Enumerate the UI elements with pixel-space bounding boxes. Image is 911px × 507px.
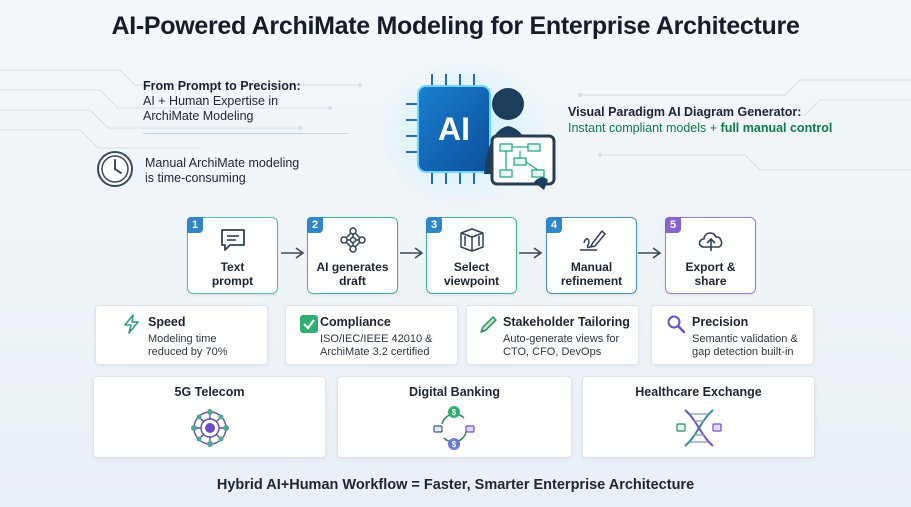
step-number: 3 — [426, 217, 442, 233]
cube-icon — [460, 228, 484, 252]
industry-title: 5G Telecom — [174, 385, 245, 399]
intro-divider — [143, 133, 348, 134]
network-icon — [340, 227, 366, 253]
step-label-line-1: Text — [220, 260, 245, 274]
step-label-line-2: viewpoint — [443, 274, 500, 288]
manual-note-line-2: is time-consuming — [145, 171, 246, 185]
industry-healthcare-exchange: Healthcare Exchange — [582, 376, 815, 458]
feature-description: Modeling time reduced by 70% — [148, 333, 228, 359]
clock-icon — [97, 151, 133, 187]
arrow-right-icon — [638, 247, 662, 259]
step-label-line-2: prompt — [211, 274, 254, 288]
step-label-line-2: share — [694, 274, 727, 288]
lightning-icon — [124, 314, 139, 334]
arrow-right-icon — [519, 247, 543, 259]
manual-note: Manual ArchiMate modeling is time-consum… — [145, 156, 345, 186]
visual-paradigm-callout: Visual Paradigm AI Diagram Generator: In… — [568, 104, 868, 136]
step-select-viewpoint: 3 Select viewpoint — [426, 217, 517, 294]
chat-icon — [221, 229, 245, 251]
feature-title: Precision — [692, 315, 749, 329]
vp-title: Visual Paradigm AI Diagram Generator: — [568, 105, 802, 119]
feature-title: Speed — [148, 315, 186, 329]
feature-description-line-1: Modeling time — [148, 333, 217, 345]
intro-line-1: AI + Human Expertise in — [143, 94, 279, 108]
feature-stakeholder-tailoring: Stakeholder Tailoring Auto-generate view… — [466, 305, 639, 365]
page-title: AI-Powered ArchiMate Modeling for Enterp… — [111, 12, 800, 40]
step-export-share: 5 Export & share — [665, 217, 756, 294]
step-label-line-2: draft — [339, 274, 366, 288]
manual-note-line-1: Manual ArchiMate modeling — [145, 156, 300, 170]
step-label: Select viewpoint — [429, 260, 514, 288]
feature-description: Semantic validation & gap detection buil… — [692, 333, 798, 359]
intro-text: From Prompt to Precision: AI + Human Exp… — [143, 79, 343, 124]
feature-description-line-2: ArchiMate 3.2 certified — [320, 346, 430, 358]
banking-cycle-icon: $ $ — [433, 406, 475, 450]
feature-title: Compliance — [320, 315, 391, 329]
intro-line-2: ArchiMate Modeling — [143, 109, 254, 123]
svg-text:$: $ — [452, 440, 457, 449]
ai-chip-label: AI — [438, 111, 470, 147]
feature-description-line-2: CTO, CFO, DevOps — [503, 346, 602, 358]
step-number: 1 — [187, 217, 203, 233]
step-label-line-1: Manual — [570, 260, 613, 274]
step-label: AI generates draft — [310, 260, 395, 288]
step-text-prompt: 1 Text prompt — [187, 217, 278, 294]
feature-speed: Speed Modeling time reduced by 70% — [95, 305, 268, 365]
magnifier-icon — [667, 315, 686, 334]
step-number: 5 — [665, 217, 681, 233]
step-label-line-1: AI generates — [316, 260, 389, 274]
cloud-upload-icon — [698, 232, 723, 251]
step-label: Export & share — [668, 260, 753, 288]
industry-title: Digital Banking — [409, 385, 500, 399]
feature-description-line-1: ISO/IEC/IEEE 42010 & — [320, 333, 433, 345]
step-manual-refinement: 4 Manual refinement — [546, 217, 637, 294]
feature-title: Stakeholder Tailoring — [503, 315, 630, 329]
step-label: Manual refinement — [549, 260, 634, 288]
arrow-right-icon — [400, 247, 424, 259]
step-label-line-2: refinement — [560, 274, 623, 288]
arrow-right-icon — [281, 247, 305, 259]
feature-description-line-2: reduced by 70% — [148, 346, 228, 358]
vp-emphasis: full manual control — [720, 121, 833, 135]
ai-chip-illustration: AI — [384, 60, 556, 204]
feature-compliance: Compliance ISO/IEC/IEEE 42010 & ArchiMat… — [285, 305, 458, 365]
circuit-background — [0, 69, 911, 171]
industry-title: Healthcare Exchange — [635, 385, 762, 399]
industry-digital-banking: Digital Banking $ $ — [337, 376, 572, 458]
dna-icon — [676, 409, 722, 447]
feature-description-line-1: Semantic validation & — [692, 333, 798, 345]
intro-heading: From Prompt to Precision: — [143, 79, 301, 93]
step-label-line-1: Export & — [685, 260, 736, 274]
vp-subtitle: Instant compliant models + — [568, 121, 718, 135]
industry-5g-telecom: 5G Telecom — [93, 376, 326, 458]
step-number: 2 — [307, 217, 323, 233]
step-label: Text prompt — [190, 260, 275, 288]
feature-description: ISO/IEC/IEEE 42010 & ArchiMate 3.2 certi… — [320, 333, 433, 359]
checkbox-icon — [300, 315, 318, 333]
feature-description: Auto-generate views for CTO, CFO, DevOps — [503, 333, 619, 359]
svg-text:$: $ — [452, 408, 457, 417]
step-ai-generates-draft: 2 AI generates draft — [307, 217, 398, 294]
feature-description-line-2: gap detection built-in — [692, 346, 794, 358]
feature-precision: Precision Semantic validation & gap dete… — [651, 305, 814, 365]
pencil-icon — [580, 230, 606, 251]
feature-description-line-1: Auto-generate views for — [503, 333, 620, 345]
pen-icon — [480, 316, 497, 333]
step-label-line-1: Select — [453, 260, 490, 274]
footer-tagline: Hybrid AI+Human Workflow = Faster, Smart… — [216, 477, 695, 493]
telecom-network-icon — [191, 409, 229, 447]
step-number: 4 — [546, 217, 562, 233]
